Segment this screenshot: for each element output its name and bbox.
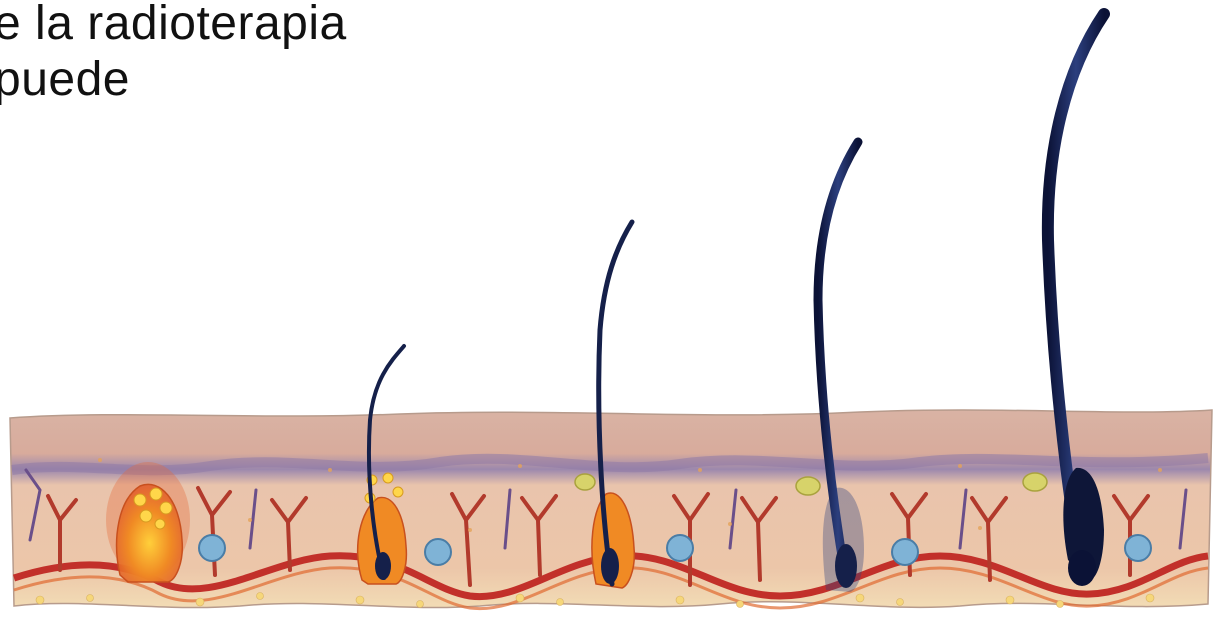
- follicle-1-inflamed: [106, 462, 190, 582]
- follicle-4: [818, 142, 864, 592]
- follicle-3: [592, 222, 634, 588]
